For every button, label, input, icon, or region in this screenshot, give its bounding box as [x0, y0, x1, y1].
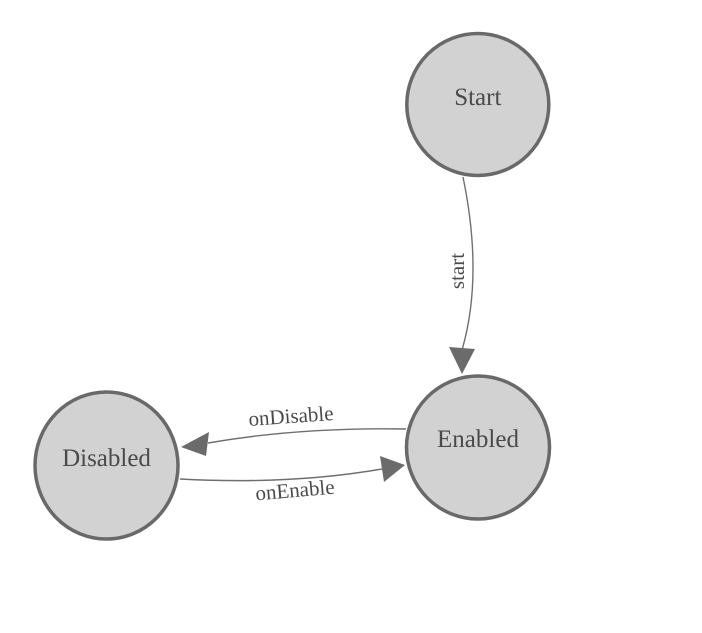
arrowheads — [181, 347, 475, 482]
arrowhead-enabled-to-disabled-icon — [181, 432, 209, 456]
state-label-disabled: Disabled — [62, 445, 151, 472]
edge-label-onenable: onEnable — [254, 475, 335, 506]
edge-enabled-to-disabled — [207, 428, 407, 444]
arrowhead-disabled-to-enabled-icon — [380, 456, 405, 482]
edge-label-ondisable: onDisable — [248, 401, 335, 431]
state-label-enabled: Enabled — [437, 426, 519, 453]
state-nodes: Start Enabled Disabled — [33, 31, 552, 541]
transition-edges — [179, 176, 474, 482]
state-circle-disabled — [33, 390, 180, 541]
edge-start-to-enabled — [461, 176, 474, 351]
state-circle-enabled — [404, 374, 552, 521]
arrowhead-start-to-enabled-icon — [449, 347, 475, 374]
state-node-disabled: Disabled — [33, 390, 180, 541]
edge-labels: start onDisable onEnable — [248, 253, 469, 506]
state-node-start: Start — [405, 31, 551, 178]
edge-label-start: start — [445, 253, 469, 289]
state-circle-start — [405, 31, 551, 178]
state-node-enabled: Enabled — [404, 374, 552, 521]
edge-disabled-to-enabled — [179, 468, 383, 482]
state-label-start: Start — [454, 84, 501, 111]
